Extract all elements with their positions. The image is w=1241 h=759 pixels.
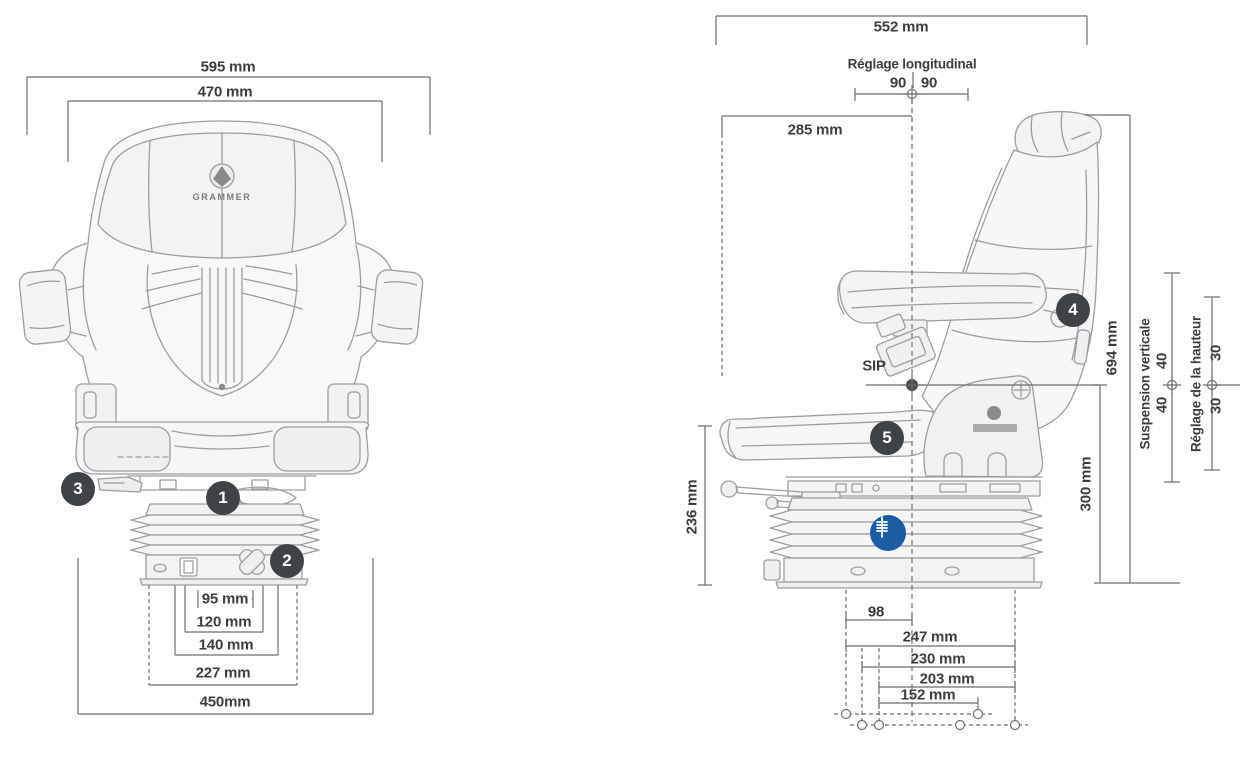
dim-hole-152: 152 mm [900,686,956,704]
dim-overall-depth: 552 mm [873,18,929,36]
front-view-drawing [18,120,424,586]
dim-hole-230: 230 mm [910,650,966,668]
height-adjust-label: Réglage de la hauteur [1188,315,1204,453]
dim-hole-98: 98 [867,603,885,621]
dim-overall-width: 595 mm [200,58,256,76]
dim-hole-203: 203 mm [919,670,975,688]
dim-height-300: 300 mm [1077,456,1095,512]
marker-1: 1 [206,481,240,515]
dim-slot-120: 120 mm [193,614,255,630]
cross-knob [238,548,266,576]
dim-height-694: 694 mm [1103,320,1121,376]
dim-height-236: 236 mm [683,479,701,535]
front-dimension-lines [26,76,431,715]
dim-height-adjust-down: 30 [1207,397,1225,415]
dim-base-227: 227 mm [192,665,254,681]
marker-2: 2 [270,544,304,578]
suspension-damper-icon [870,515,906,551]
dim-suspension-up: 40 [1153,352,1171,370]
marker-3: 3 [61,472,95,506]
dim-slot-95: 95 mm [198,591,252,607]
marker-5: 5 [870,421,904,455]
sip-marker-icon [901,374,923,396]
side-dimension-lines [698,15,1240,731]
dim-longitudinal-rear: 90 [889,74,907,92]
marker-4: 4 [1056,293,1090,327]
dim-backrest-width: 470 mm [197,83,253,101]
sip-label: SIP [862,357,886,375]
suspension-travel-label: Suspension verticale [1137,318,1153,450]
longitudinal-adjust-label: Réglage longitudinal [847,56,977,72]
dim-base-450: 450mm [196,694,254,710]
dim-slot-140: 140 mm [195,637,257,653]
suspension-crosshair-icon [1163,376,1181,394]
grammer-label-bar [973,424,1017,432]
grammer-logo: GRAMMER [192,192,252,202]
dim-longitudinal-front: 90 [920,74,938,92]
dim-suspension-down: 40 [1153,396,1171,414]
mounting-hole-icons [840,708,1021,731]
dim-depth-285: 285 mm [787,121,843,139]
grammer-emblem-side [987,406,1001,420]
side-view-drawing [719,110,1102,589]
dim-height-adjust-up: 30 [1207,344,1225,362]
height-crosshair-icon [1203,376,1221,394]
dim-hole-247: 247 mm [902,628,958,646]
shock-absorber-glyph [876,516,888,538]
